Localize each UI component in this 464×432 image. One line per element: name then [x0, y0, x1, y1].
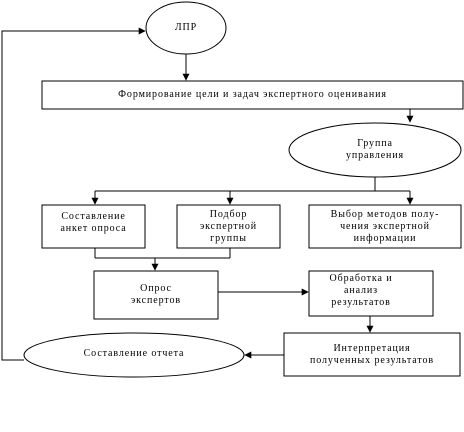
- report-ellipse: [23, 332, 245, 378]
- goal-setting-box: [41, 80, 464, 110]
- management-group-label: Группа управления: [345, 138, 405, 161]
- report-label: Составление отчета: [83, 348, 185, 359]
- processing-label: Обработка и анализ результатов: [329, 273, 393, 308]
- expert-survey-label: Опрос экспертов: [130, 283, 182, 306]
- processing-box: [308, 270, 434, 317]
- goal-setting-label: Формирование цели и задач экспертного оц…: [118, 89, 387, 100]
- expert-group-box: [176, 204, 281, 249]
- expert-group-label: Подбор экспертной группы: [199, 208, 258, 244]
- method-selection-box: [308, 204, 462, 249]
- questionnaire-box: [41, 204, 146, 249]
- expert-survey-box: [93, 270, 219, 320]
- questionnaire-label: Составление анкет опроса: [60, 211, 127, 234]
- decision-maker-label: ЛПР: [174, 22, 198, 33]
- interpretation-label: Интерпретация полученных результатов: [309, 342, 435, 366]
- feedback-loop-line: [1, 27, 146, 361]
- interpretation-box: [283, 332, 461, 377]
- method-selection-label: Выбор методов полу- чения экспертной инф…: [330, 208, 440, 244]
